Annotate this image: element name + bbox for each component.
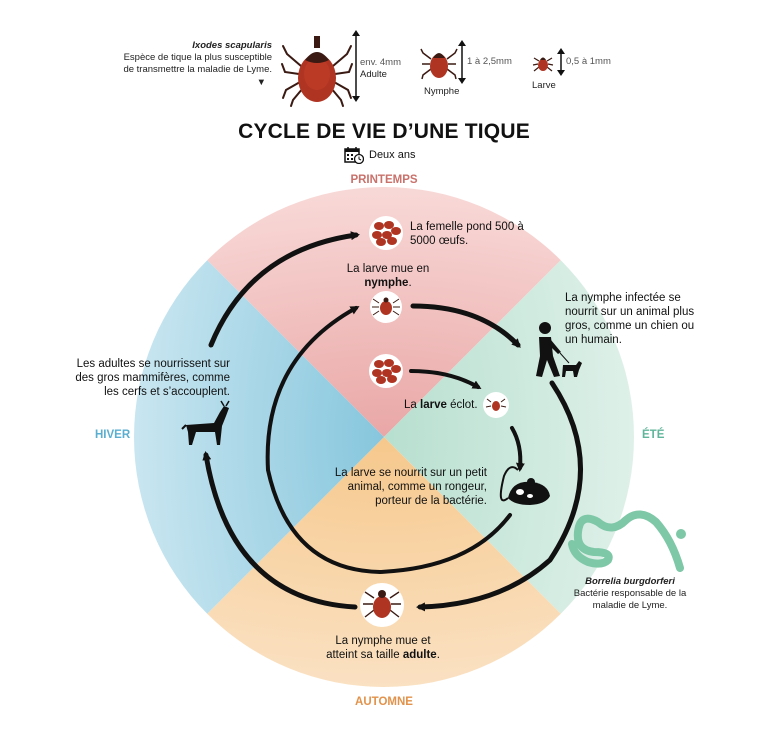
eggs-icon [372, 359, 401, 384]
size-arrow-icon [458, 40, 466, 84]
step-larva-hatch-c: éclot. [450, 399, 478, 411]
eggs-icon [372, 221, 401, 246]
tick-icon [380, 301, 392, 315]
larva-label: Larve [532, 80, 556, 91]
tick-icon [372, 298, 400, 316]
outer-cycle-arrows [202, 231, 583, 612]
tick-icon [420, 48, 458, 80]
step-eggs: La femelle pond 500 à 5000 œufs. [410, 221, 524, 247]
step-nymph-molt-text: La nymphe mue et atteint sa taille [326, 635, 431, 661]
arrow-icon [416, 380, 583, 612]
tick-icon [363, 591, 401, 618]
duration-label: Deux ans [369, 149, 416, 161]
bacteria-icon [568, 510, 684, 572]
step-larva-hatch: La larve éclot. [404, 398, 478, 412]
season-winter: HIVER [95, 429, 131, 441]
period: . [436, 649, 440, 661]
season-summer: ÉTÉ [642, 429, 665, 441]
calendar-icon [344, 147, 364, 164]
step-larva-hatch-b: larve [420, 399, 447, 411]
arrow-icon [510, 426, 525, 472]
bacteria-info: Borrelia burgdorferi Bactérie responsabl… [566, 576, 694, 612]
inner-cycle-arrows [265, 306, 525, 575]
nymph-size: 1 à 2,5mm [467, 56, 512, 67]
step-larva-molt-text: La larve mue en [346, 263, 430, 275]
step-nymph-molt: La nymphe mue et atteint sa taille adult… [322, 634, 444, 662]
step-larva-molt-stage: nymphe [364, 277, 409, 289]
adult-size: env. 4mm [360, 57, 402, 68]
bacteria-name: Borrelia burgdorferi [585, 576, 675, 587]
adult-label: Adulte [360, 69, 387, 80]
step-larva-molt: La larve mue en nymphe. [340, 262, 436, 290]
arrow-icon [409, 369, 482, 389]
species-description: Espèce de tique la plus susceptible de t… [123, 52, 272, 75]
tick-icon [532, 57, 554, 72]
nymph-label: Nymphe [424, 86, 460, 97]
page-title: CYCLE DE VIE D’UNE TIQUE [238, 120, 530, 143]
step-nymph-molt-stage: adulte [402, 649, 437, 661]
arrow-icon [208, 231, 360, 348]
season-autumn: AUTOMNE [355, 696, 413, 708]
arrow-icon [410, 303, 521, 348]
caret-down-icon: ▼ [256, 77, 266, 88]
arrow-icon [265, 306, 512, 575]
period: . [408, 277, 412, 289]
species-info: Ixodes scapularis Espèce de tique la plu… [120, 40, 272, 89]
bacteria-description: Bactérie responsable de la maladie de Ly… [573, 588, 687, 611]
tick-icon [485, 398, 507, 408]
duration: Deux ans [344, 146, 415, 164]
person-with-dog-icon [536, 322, 582, 377]
species-name: Ixodes scapularis [192, 40, 272, 51]
step-larva-hatch-a: La [404, 399, 417, 411]
tick-icon [281, 36, 353, 107]
size-arrow-icon [352, 30, 360, 102]
step-nymph-feeds: La nymphe infectée se nourrit sur un ani… [565, 292, 695, 346]
mouse-icon [499, 466, 550, 505]
deer-icon [181, 400, 230, 445]
arrow-icon [202, 451, 358, 610]
step-larva-feeds: La larve se nourrit sur un petit animal,… [334, 467, 487, 507]
step-adults-feed: Les adultes se nourrissent sur des gros … [75, 358, 230, 398]
season-spring: PRINTEMPS [350, 174, 418, 186]
larva-size: 0,5 à 1mm [566, 56, 611, 67]
size-arrow-icon [557, 48, 565, 76]
